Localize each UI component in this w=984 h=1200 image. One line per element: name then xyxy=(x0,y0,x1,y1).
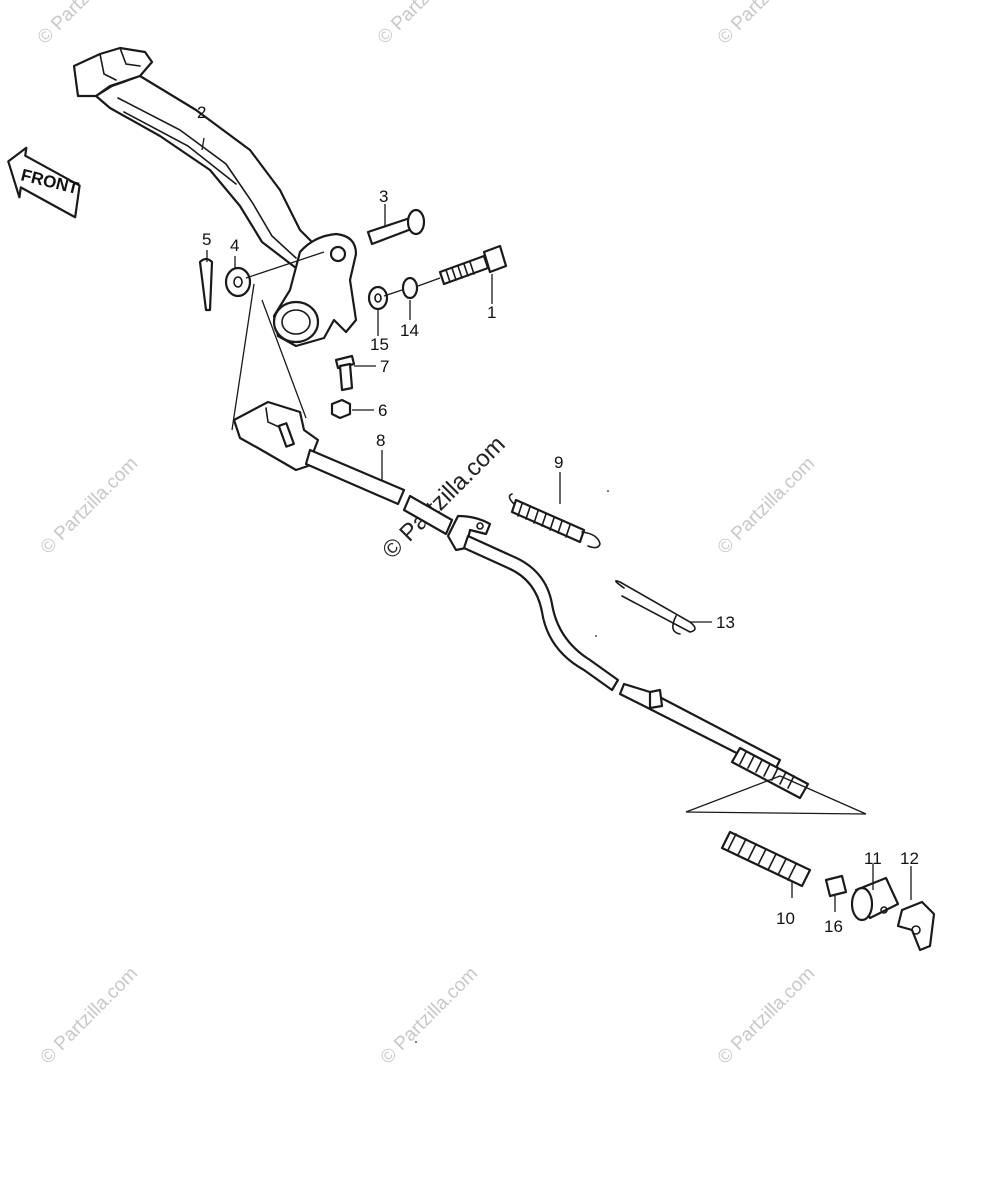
watermark-bottom-left: © Partzilla.com xyxy=(37,963,142,1068)
spring-clip xyxy=(615,580,696,635)
brake-pedal xyxy=(72,46,358,348)
watermark-bottom-center: © Partzilla.com xyxy=(377,963,482,1068)
watermark-mid-left: © Partzilla.com xyxy=(37,453,142,558)
callout-14: 14 xyxy=(400,321,419,340)
cotter-pin xyxy=(198,257,214,312)
brake-cable xyxy=(402,494,810,800)
front-arrow: FRONT xyxy=(7,146,81,219)
callout-16: 16 xyxy=(824,917,843,936)
clevis-bolt xyxy=(334,354,356,392)
assembly-lines xyxy=(201,137,912,912)
adjuster-spring xyxy=(720,830,812,888)
callout-5: 5 xyxy=(202,230,211,249)
callout-4: 4 xyxy=(230,236,239,255)
callout-11: 11 xyxy=(864,849,882,868)
wing-nut xyxy=(896,900,936,952)
pin-washer xyxy=(224,266,252,298)
callout-2: 2 xyxy=(197,103,206,122)
scan-specks xyxy=(415,490,609,1043)
watermark-top-left: © Partzilla.com xyxy=(34,0,139,49)
callout-15: 15 xyxy=(370,335,389,354)
callout-3: 3 xyxy=(379,187,388,206)
pivot-bolt xyxy=(438,244,508,286)
watermark-bottom-right: © Partzilla.com xyxy=(714,963,819,1068)
watermark-top-right: © Partzilla.com xyxy=(714,0,819,49)
watermark-top-center: © Partzilla.com xyxy=(374,0,479,49)
lock-washer xyxy=(401,276,419,300)
return-spring xyxy=(508,493,601,549)
callout-labels: 2 3 5 4 1 14 15 7 6 8 9 13 11 12 10 16 xyxy=(197,103,919,936)
callout-8: 8 xyxy=(376,431,385,450)
callout-6: 6 xyxy=(378,401,387,420)
clevis-pin xyxy=(366,208,426,246)
watermark-mid-right: © Partzilla.com xyxy=(714,453,819,558)
callout-10: 10 xyxy=(776,909,795,928)
callout-12: 12 xyxy=(900,849,919,868)
callout-13: 13 xyxy=(716,613,735,632)
clevis-nut xyxy=(330,398,352,420)
flat-washer xyxy=(367,285,389,311)
brake-rod xyxy=(232,400,406,506)
callout-9: 9 xyxy=(554,453,563,472)
adjuster-washer xyxy=(824,874,848,898)
watermark-layer: © Partzilla.com © Partzilla.com © Partzi… xyxy=(34,0,819,1069)
callout-1: 1 xyxy=(487,303,496,322)
adjuster-joint xyxy=(850,876,900,922)
callout-7: 7 xyxy=(380,357,389,376)
